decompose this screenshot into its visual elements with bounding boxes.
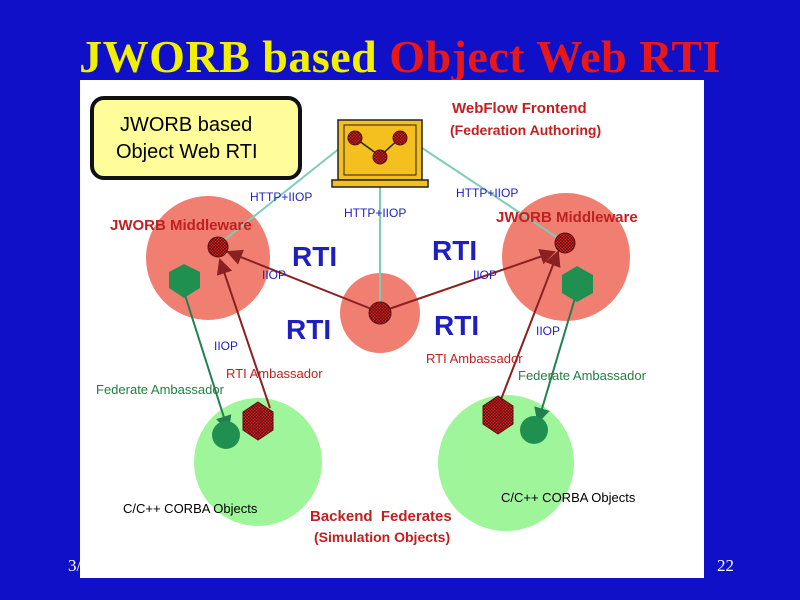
middleware-label-left: JWORB Middleware — [110, 217, 252, 234]
rti-node-center — [368, 301, 392, 325]
corba-node-right — [520, 416, 548, 444]
iiop-label-1: IIOP — [262, 268, 286, 282]
http-iiop-label-left: HTTP+IIOP — [250, 190, 312, 204]
rti-node-left — [207, 236, 229, 258]
rti-label-3: RTI — [286, 314, 331, 345]
footer-date: 3/ — [68, 556, 82, 575]
http-iiop-label-right: HTTP+IIOP — [456, 186, 518, 200]
rti-ambassador-label-left: RTI Ambassador — [226, 366, 323, 381]
corba-label-left: C/C++ CORBA Objects — [123, 501, 258, 516]
rti-ambassador-label-right: RTI Ambassador — [426, 351, 523, 366]
monitor-icon — [331, 119, 429, 188]
rti-label-4: RTI — [434, 310, 479, 341]
corba-label-right: C/C++ CORBA Objects — [501, 490, 636, 505]
ambassador-node-right — [482, 395, 514, 435]
rti-ambassador-arrow-left — [216, 258, 271, 409]
federate-node-right — [562, 266, 593, 302]
federate-ambassador-label-left: Federate Ambassador — [96, 382, 225, 397]
frontend-title: WebFlow Frontend — [452, 100, 587, 117]
rti-label-2: RTI — [432, 235, 477, 266]
diagram-panel: JWORB based Object Web RTI WebFlow Front… — [80, 80, 704, 578]
ambassador-node-left — [242, 401, 274, 441]
rti-ambassador-arrow-right — [499, 250, 561, 403]
slide-title: JWORB based Object Web RTI — [0, 32, 800, 82]
federate-ambassador-arrow-left — [183, 291, 232, 432]
corba-node-left — [212, 421, 240, 449]
iiop-label-3: IIOP — [214, 339, 238, 353]
link-iiop-right — [385, 249, 556, 311]
federate-ambassador-label-right: Federate Ambassador — [518, 368, 647, 383]
federate-node-left — [169, 264, 200, 298]
rti-node-right — [554, 232, 576, 254]
box-line2: Object Web RTI — [116, 141, 258, 163]
architecture-diagram: JWORB based Object Web RTI WebFlow Front… — [90, 96, 647, 545]
link-iiop-left — [226, 249, 375, 311]
middleware-label-right: JWORB Middleware — [496, 209, 638, 226]
federate-ambassador-arrow-right — [534, 287, 579, 424]
link-frontend-left — [217, 139, 351, 246]
rti-label-1: RTI — [292, 241, 337, 272]
jworb-label-box — [90, 96, 302, 180]
box-line1: JWORB based — [120, 114, 252, 136]
backend-subtitle: (Simulation Objects) — [314, 529, 450, 545]
frontend-subtitle: (Federation Authoring) — [450, 122, 601, 138]
link-frontend-right — [409, 139, 565, 243]
http-iiop-label-center: HTTP+IIOP — [344, 206, 406, 220]
slide-title-part1: JWORB based — [79, 31, 378, 82]
iiop-label-4: IIOP — [536, 324, 560, 338]
middleware-circle-right — [502, 193, 630, 321]
middleware-circle-left — [146, 196, 270, 320]
page-number: 22 — [717, 556, 734, 575]
backend-title: Backend Federates — [310, 508, 452, 525]
slide-title-part2: Object Web RTI — [389, 31, 721, 82]
iiop-label-2: IIOP — [473, 268, 497, 282]
